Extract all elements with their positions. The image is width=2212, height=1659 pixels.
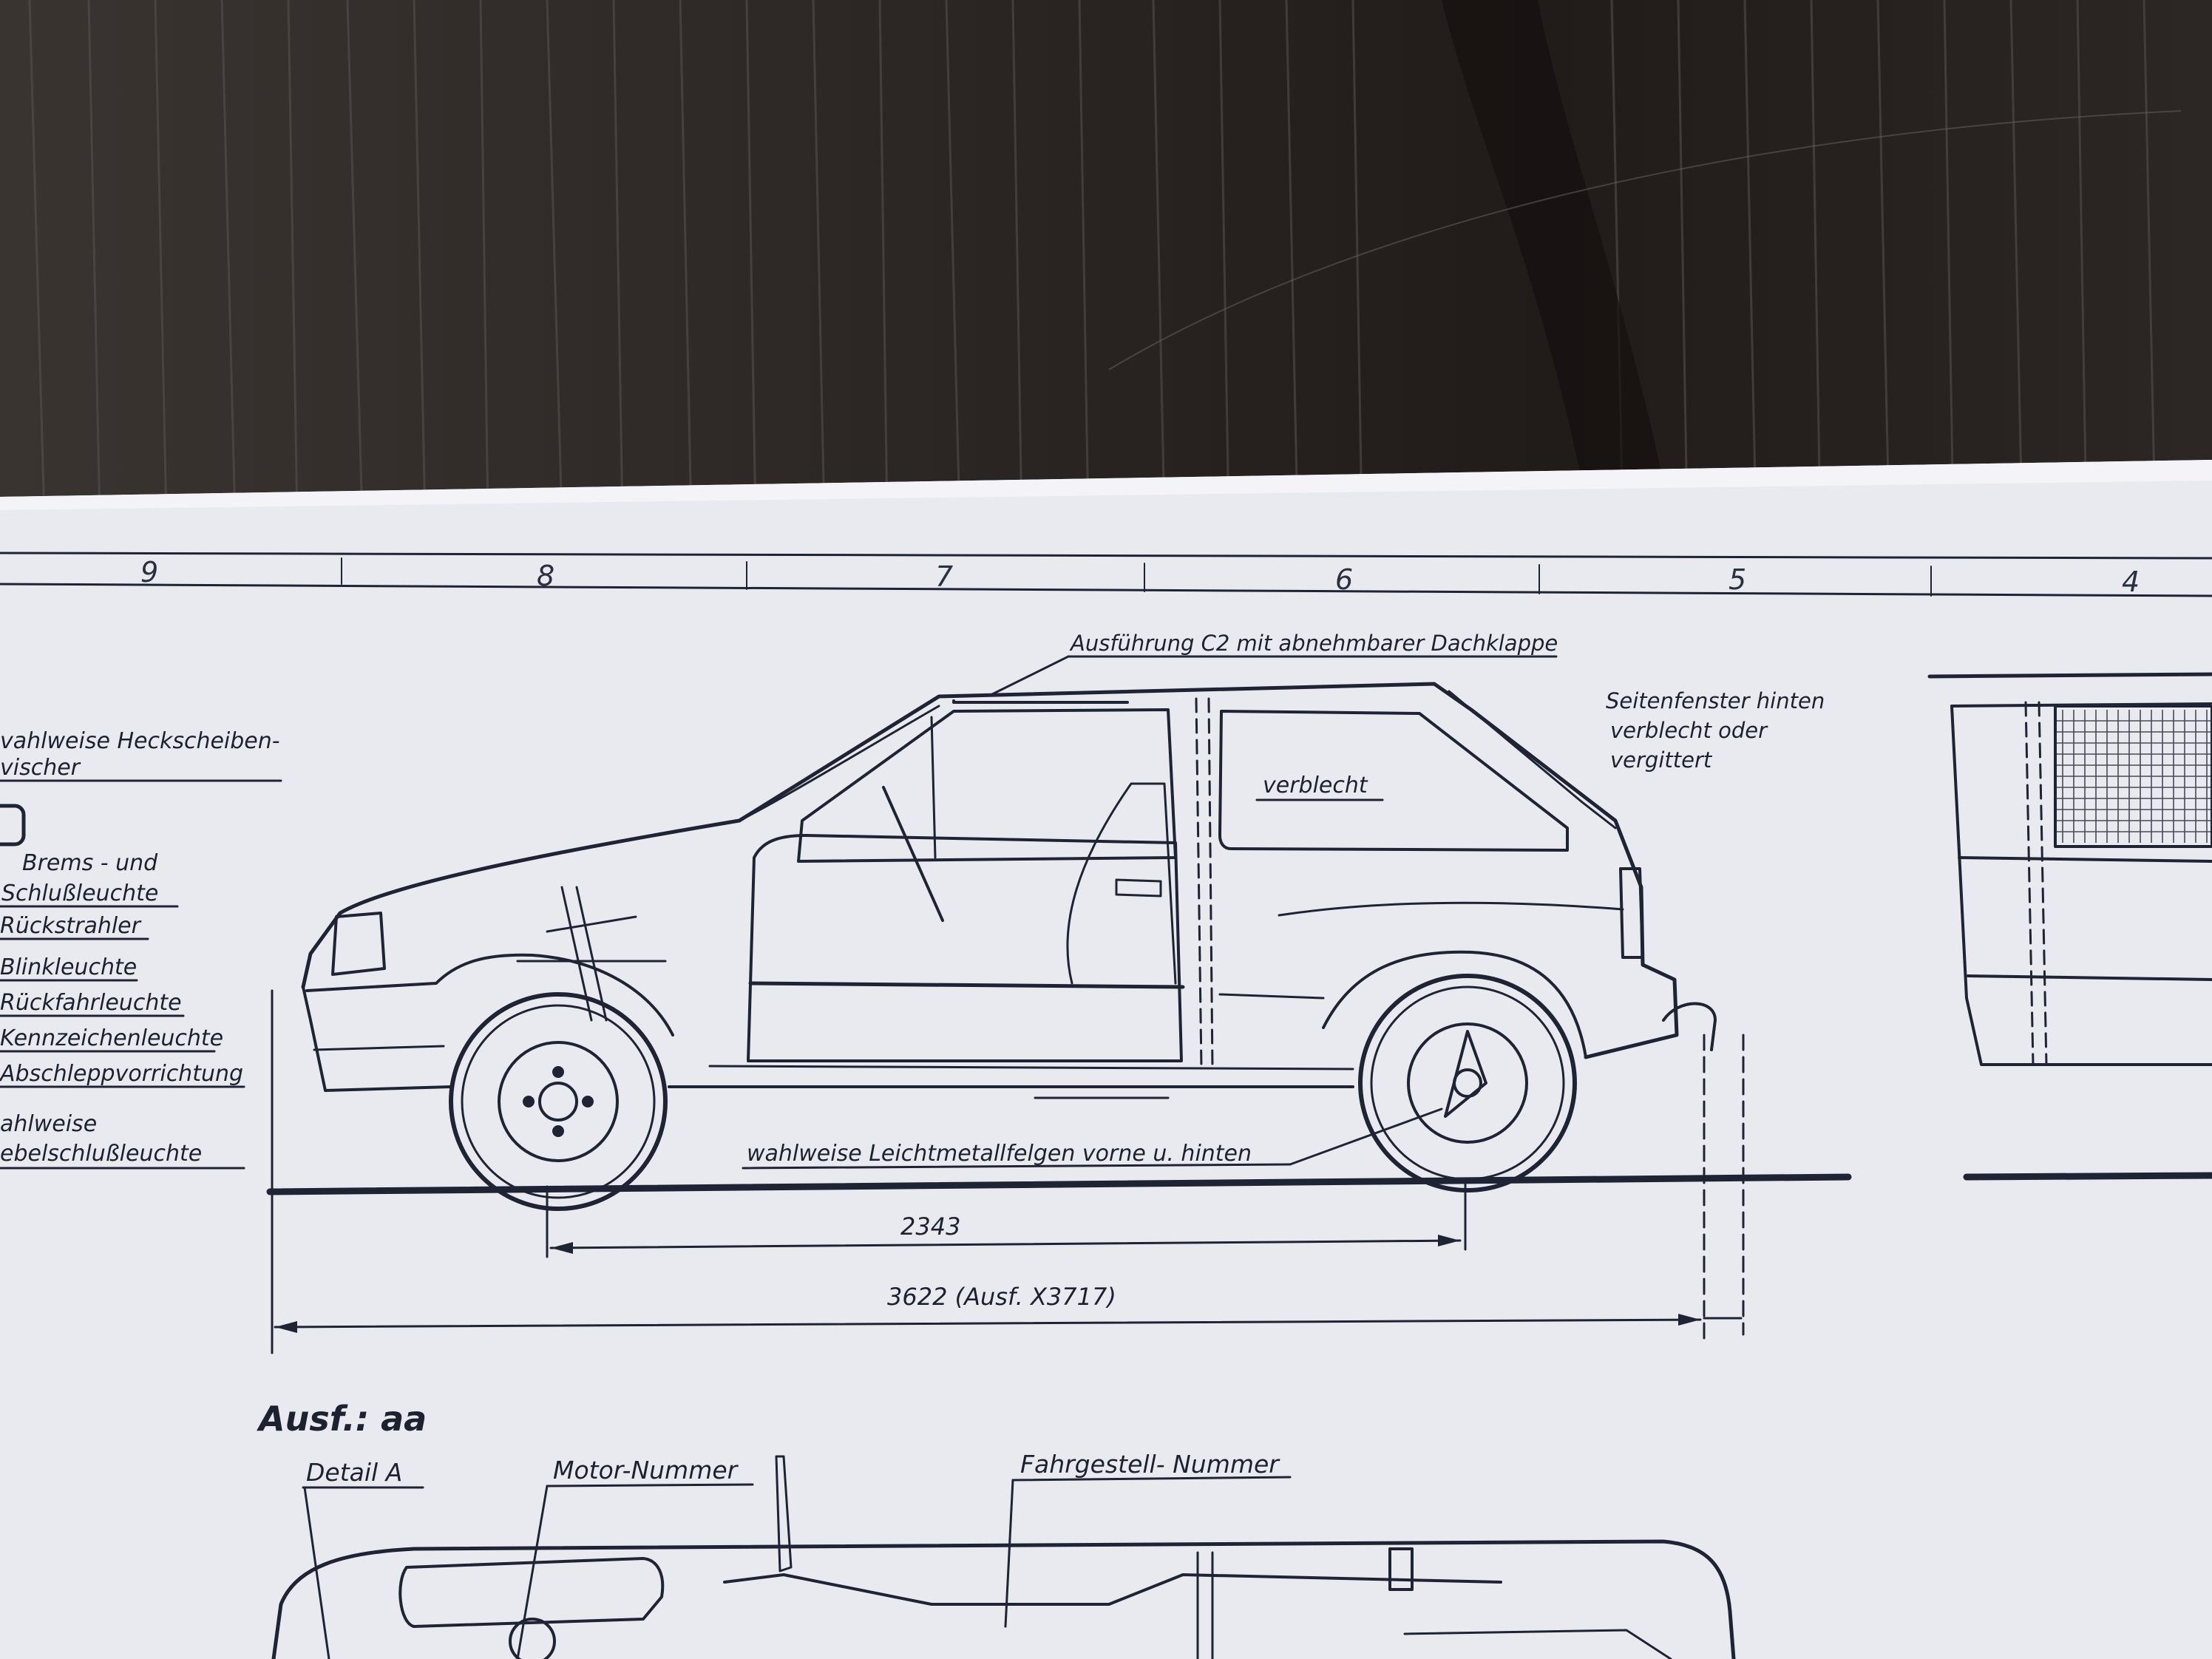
ground-line <box>266 1173 1852 1195</box>
legend-item-8-line2: ebelschlußleuchte <box>0 1141 202 1167</box>
zone-8: 8 <box>537 560 554 592</box>
legend-item-4: Blinkleuchte <box>0 954 137 980</box>
legend-item-3: Rückstrahler <box>0 913 142 939</box>
legend-item-1-line2: vischer <box>0 755 81 781</box>
zone-7: 7 <box>935 560 953 593</box>
legend-item-8-line1: ahlweise <box>0 1111 97 1137</box>
wooden-table <box>0 0 2212 518</box>
callout-alloy-wheels: wahlweise Leichtmetallfelgen vorne u. hi… <box>747 1141 1252 1167</box>
wheelbase-line <box>549 1239 1462 1249</box>
car-side-view <box>266 682 1852 1211</box>
front-wheel <box>449 992 668 1211</box>
chassis-number-label: Fahrgestell- Nummer <box>1020 1450 1280 1479</box>
wheelbase-dimension: 2343 <box>900 1212 960 1241</box>
lamp-symbol-icon <box>0 804 26 847</box>
zone-header: 9 8 7 6 5 4 <box>0 552 2212 598</box>
callout-side-window-3: vergittert <box>1610 747 1713 773</box>
callout-roof-variant: Ausführung C2 mit abnehmbarer Dachklappe <box>1069 631 1558 656</box>
overall-length-dimension: 3622 (Ausf. X3717) <box>887 1283 1116 1311</box>
legend-item-2-line2: Schlußleuchte <box>1 881 158 906</box>
legend-item-2-line1: Brems - und <box>22 850 158 876</box>
detail-a-label: Detail A <box>306 1458 402 1487</box>
dimension-lines: 2343 3622 (Ausf. X3717) <box>271 989 1745 1354</box>
callout-side-window-2: verblecht oder <box>1610 718 1768 743</box>
zone-9: 9 <box>140 556 158 588</box>
zone-6: 6 <box>1335 563 1353 596</box>
legend-item-1-line1: vahlweise Heckscheiben- <box>0 728 280 754</box>
van-variant-partial-view <box>1927 672 2212 1181</box>
legend-item-6: Kennzeichenleuchte <box>0 1025 223 1051</box>
zone-5: 5 <box>1728 563 1746 596</box>
legend-item-5: Rückfahrleuchte <box>0 990 182 1016</box>
rear-wheel <box>1358 974 1577 1192</box>
motor-number-label: Motor-Nummer <box>553 1456 739 1485</box>
callout-side-window-1: Seitenfenster hinten <box>1606 688 1825 713</box>
overall-length-line <box>274 1318 1702 1329</box>
legend-item-7: Abschleppvorrichtung <box>0 1061 243 1087</box>
lower-section: Ausf.: aa Detail A Motor-Nummer Fahrgest… <box>257 1399 1736 1659</box>
callout-panel-label: verblecht <box>1263 773 1368 798</box>
left-legend: vahlweise Heckscheiben- vischer Brems - … <box>0 728 282 1170</box>
callouts: Ausführung C2 mit abnehmbarer Dachklappe… <box>742 631 1825 1170</box>
zone-4: 4 <box>2122 566 2140 598</box>
section-heading: Ausf.: aa <box>257 1399 427 1439</box>
